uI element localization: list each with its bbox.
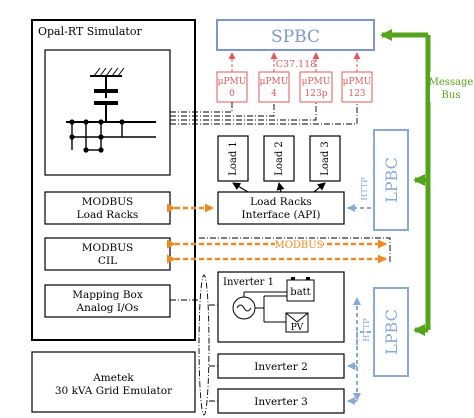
pmu-123-line1: μPMU bbox=[343, 77, 372, 87]
pmu-arrows bbox=[228, 52, 361, 72]
pmu-123p-line2: 123p bbox=[305, 89, 328, 99]
ametek-line1: Ametek bbox=[92, 372, 134, 384]
interface-to-loads bbox=[232, 182, 326, 193]
lpbc-top-label: LPBC bbox=[382, 157, 401, 203]
mapping-box-line2: Analog I/Os bbox=[75, 302, 138, 314]
load-racks-interface-line2: Interface (API) bbox=[242, 209, 321, 221]
load-2: Load 2 bbox=[263, 135, 295, 182]
spbc-label: SPBC bbox=[271, 27, 320, 47]
message-bus-line2: Bus bbox=[442, 90, 461, 101]
modbus-cil-box bbox=[44, 237, 171, 271]
battery-label: batt bbox=[290, 287, 310, 298]
modbus-label-bg bbox=[275, 237, 323, 251]
pmu-0-line2: 0 bbox=[229, 89, 235, 99]
pmu-123p-line1: μPMU bbox=[302, 77, 331, 87]
ametek-box bbox=[31, 351, 196, 413]
grid-model-diagram bbox=[66, 67, 156, 151]
lpbc-bottom-box bbox=[373, 287, 409, 377]
pmu-0: μPMU 0 bbox=[216, 71, 248, 103]
lpbc-top-box bbox=[373, 129, 409, 231]
inverter-1-box bbox=[217, 271, 345, 343]
ac-source-icon bbox=[232, 291, 287, 323]
mapping-box bbox=[44, 284, 171, 318]
http-top-label: HTTP bbox=[360, 177, 369, 201]
analog-io-bundle bbox=[170, 237, 391, 416]
inverter-1-label: Inverter 1 bbox=[223, 277, 274, 288]
ametek-line2: 30 kVA Grid Emulator bbox=[55, 385, 173, 397]
pv-icon: PV bbox=[285, 312, 309, 333]
opal-rt-box bbox=[31, 19, 196, 341]
modbus-label: MODBUS bbox=[274, 240, 323, 251]
load-2-label: Load 2 bbox=[274, 141, 285, 176]
load-1: Load 1 bbox=[217, 135, 249, 182]
http-links bbox=[347, 204, 371, 405]
modbus-cil-line1: MODBUS bbox=[82, 242, 134, 254]
inverter-3-label: Inverter 3 bbox=[254, 396, 308, 408]
pmu-4-line1: μPMU bbox=[260, 77, 289, 87]
pmu-123p: μPMU 123p bbox=[299, 71, 333, 103]
spbc-box bbox=[216, 19, 375, 51]
message-bus-links bbox=[380, 29, 431, 336]
load-3: Load 3 bbox=[309, 135, 341, 182]
mapping-box-line1: Mapping Box bbox=[72, 289, 143, 301]
load-3-label: Load 3 bbox=[320, 141, 331, 176]
pmu-123-line2: 123 bbox=[348, 89, 365, 99]
modbus-load-racks-line1: MODBUS bbox=[82, 196, 134, 208]
modbus-load-racks-line2: Load Racks bbox=[77, 209, 139, 221]
pmu-measurement-lines bbox=[170, 102, 358, 125]
grid-model-box bbox=[44, 49, 171, 176]
inverter-2-label: Inverter 2 bbox=[254, 361, 308, 373]
pmu-123: μPMU 123 bbox=[341, 71, 373, 103]
message-bus-label-bg bbox=[430, 72, 472, 102]
modbus-cil-line2: CIL bbox=[98, 255, 117, 267]
battery-icon: batt bbox=[286, 277, 315, 302]
load-1-label: Load 1 bbox=[228, 141, 239, 176]
pmu-4: μPMU 4 bbox=[258, 71, 290, 103]
lpbc-bottom-label: LPBC bbox=[382, 309, 401, 355]
grid-model-nodes bbox=[69, 119, 125, 153]
message-bus-line1: Message bbox=[429, 77, 474, 88]
load-racks-interface-line1: Load Racks bbox=[250, 196, 312, 208]
http-bottom-label: HTTP bbox=[362, 318, 371, 342]
c37-label: C37.118 bbox=[276, 59, 317, 70]
pv-label: PV bbox=[291, 323, 304, 333]
pmu-4-line2: 4 bbox=[271, 89, 277, 99]
pmu-0-line1: μPMU bbox=[218, 77, 247, 87]
opal-rt-title: Opal-RT Simulator bbox=[38, 25, 142, 38]
